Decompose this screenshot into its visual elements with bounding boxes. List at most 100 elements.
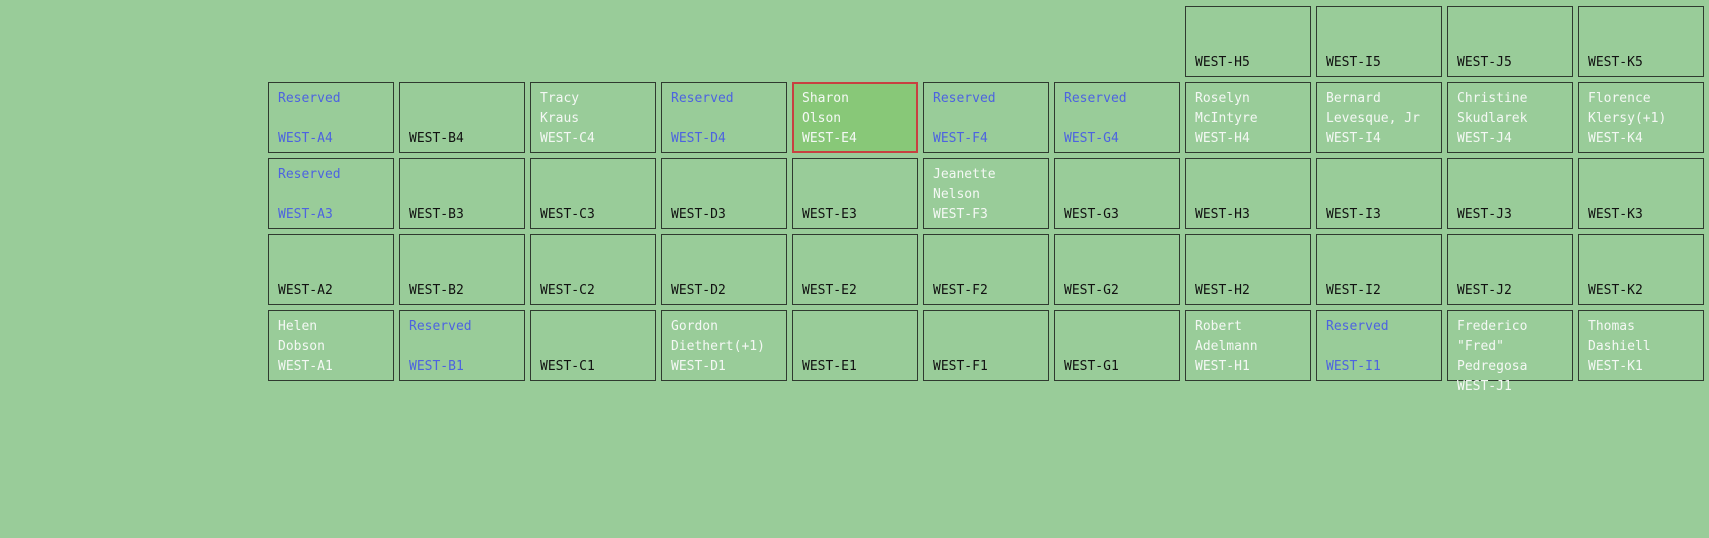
- desk-cell-west-k1[interactable]: Thomas Dashiell WEST-K1: [1578, 310, 1704, 381]
- desk-cell-west-b1[interactable]: Reserved WEST-B1: [399, 310, 525, 381]
- desk-id: WEST-B3: [409, 207, 464, 222]
- desk-cell-west-f2[interactable]: WEST-F2: [923, 234, 1049, 305]
- desk-label: WEST-H2: [1195, 241, 1307, 303]
- desk-cell-west-a2[interactable]: WEST-A2: [268, 234, 394, 305]
- desk-id: WEST-I1: [1326, 359, 1381, 374]
- desk-label: Jeanette Nelson WEST-F3: [933, 165, 1045, 227]
- desk-cell-west-f1[interactable]: WEST-F1: [923, 310, 1049, 381]
- desk-id: WEST-H1: [1195, 359, 1250, 374]
- desk-cell-west-i1[interactable]: Reserved WEST-I1: [1316, 310, 1442, 381]
- desk-id: WEST-E1: [802, 359, 857, 374]
- desk-id: WEST-K4: [1588, 131, 1643, 146]
- desk-cell-west-g1[interactable]: WEST-G1: [1054, 310, 1180, 381]
- desk-label: Roselyn McIntyre WEST-H4: [1195, 89, 1307, 151]
- desk-id: WEST-C4: [540, 131, 595, 146]
- desk-cell-west-e1[interactable]: WEST-E1: [792, 310, 918, 381]
- desk-cell-west-b2[interactable]: WEST-B2: [399, 234, 525, 305]
- desk-id: WEST-H5: [1195, 55, 1250, 70]
- desk-occupant: Tracy Kraus: [540, 91, 580, 126]
- desk-cell-west-a1[interactable]: Helen Dobson WEST-A1: [268, 310, 394, 381]
- desk-cell-west-h2[interactable]: WEST-H2: [1185, 234, 1311, 305]
- desk-cell-west-j1[interactable]: Frederico "Fred" Pedregosa WEST-J1: [1447, 310, 1573, 394]
- desk-cell-west-b4[interactable]: WEST-B4: [399, 82, 525, 153]
- desk-occupant: Christine Skudlarek: [1457, 91, 1528, 126]
- desk-occupant: Robert Adelmann: [1195, 319, 1258, 354]
- desk-id: WEST-F1: [933, 359, 988, 374]
- desk-occupant: Reserved: [409, 319, 472, 334]
- desk-label: WEST-A2: [278, 241, 390, 303]
- desk-label: WEST-B3: [409, 165, 521, 227]
- desk-cell-west-i3[interactable]: WEST-I3: [1316, 158, 1442, 229]
- desk-cell-west-d1[interactable]: Gordon Diethert(+1) WEST-D1: [661, 310, 787, 381]
- desk-cell-west-h3[interactable]: WEST-H3: [1185, 158, 1311, 229]
- desk-id: WEST-F2: [933, 283, 988, 298]
- desk-cell-west-f3[interactable]: Jeanette Nelson WEST-F3: [923, 158, 1049, 229]
- desk-label: WEST-H5: [1195, 13, 1307, 75]
- desk-id: WEST-I3: [1326, 207, 1381, 222]
- desk-cell-west-j4[interactable]: Christine Skudlarek WEST-J4: [1447, 82, 1573, 153]
- desk-cell-west-k4[interactable]: Florence Klersy(+1) WEST-K4: [1578, 82, 1704, 153]
- desk-cell-west-a4[interactable]: Reserved WEST-A4: [268, 82, 394, 153]
- desk-cell-west-d2[interactable]: WEST-D2: [661, 234, 787, 305]
- desk-id: WEST-F4: [933, 131, 988, 146]
- desk-occupant: Sharon Olson: [802, 91, 849, 126]
- desk-cell-west-k2[interactable]: WEST-K2: [1578, 234, 1704, 305]
- desk-id: WEST-J4: [1457, 131, 1512, 146]
- desk-cell-west-d4[interactable]: Reserved WEST-D4: [661, 82, 787, 153]
- desk-id: WEST-K5: [1588, 55, 1643, 70]
- desk-cell-west-g2[interactable]: WEST-G2: [1054, 234, 1180, 305]
- desk-cell-west-e3[interactable]: WEST-E3: [792, 158, 918, 229]
- desk-cell-west-c1[interactable]: WEST-C1: [530, 310, 656, 381]
- desk-occupant: Roselyn McIntyre: [1195, 91, 1258, 126]
- desk-cell-west-e2[interactable]: WEST-E2: [792, 234, 918, 305]
- desk-id: WEST-I4: [1326, 131, 1381, 146]
- desk-cell-west-i5[interactable]: WEST-I5: [1316, 6, 1442, 77]
- desk-cell-west-h4[interactable]: Roselyn McIntyre WEST-H4: [1185, 82, 1311, 153]
- desk-cell-west-a3[interactable]: Reserved WEST-A3: [268, 158, 394, 229]
- desk-id: WEST-K1: [1588, 359, 1643, 374]
- desk-label: WEST-J3: [1457, 165, 1569, 227]
- desk-occupant: Frederico "Fred" Pedregosa: [1457, 319, 1528, 374]
- desk-cell-west-k3[interactable]: WEST-K3: [1578, 158, 1704, 229]
- desk-cell-west-k5[interactable]: WEST-K5: [1578, 6, 1704, 77]
- desk-cell-west-c3[interactable]: WEST-C3: [530, 158, 656, 229]
- desk-id: WEST-H3: [1195, 207, 1250, 222]
- desk-id: WEST-E3: [802, 207, 857, 222]
- desk-cell-west-j3[interactable]: WEST-J3: [1447, 158, 1573, 229]
- desk-label: WEST-F1: [933, 317, 1045, 379]
- desk-cell-west-g4[interactable]: Reserved WEST-G4: [1054, 82, 1180, 153]
- desk-cell-west-h5[interactable]: WEST-H5: [1185, 6, 1311, 77]
- desk-id: WEST-C3: [540, 207, 595, 222]
- desk-cell-west-i2[interactable]: WEST-I2: [1316, 234, 1442, 305]
- desk-cell-west-c2[interactable]: WEST-C2: [530, 234, 656, 305]
- desk-id: WEST-D3: [671, 207, 726, 222]
- desk-cell-west-c4[interactable]: Tracy Kraus WEST-C4: [530, 82, 656, 153]
- desk-cell-west-h1[interactable]: Robert Adelmann WEST-H1: [1185, 310, 1311, 381]
- desk-label: Reserved WEST-A4: [278, 89, 390, 151]
- desk-cell-west-g3[interactable]: WEST-G3: [1054, 158, 1180, 229]
- desk-cell-west-e4[interactable]: Sharon Olson WEST-E4: [792, 82, 918, 153]
- desk-cell-west-b3[interactable]: WEST-B3: [399, 158, 525, 229]
- desk-id: WEST-B1: [409, 359, 464, 374]
- desk-label: WEST-E2: [802, 241, 914, 303]
- desk-id: WEST-E4: [802, 131, 857, 146]
- desk-label: WEST-E1: [802, 317, 914, 379]
- desk-id: WEST-G4: [1064, 131, 1119, 146]
- desk-occupant: Reserved: [933, 91, 996, 106]
- desk-label: Reserved WEST-D4: [671, 89, 783, 151]
- desk-cell-west-j2[interactable]: WEST-J2: [1447, 234, 1573, 305]
- desk-cell-west-j5[interactable]: WEST-J5: [1447, 6, 1573, 77]
- desk-label: WEST-K2: [1588, 241, 1700, 303]
- desk-id: WEST-H2: [1195, 283, 1250, 298]
- desk-id: WEST-G3: [1064, 207, 1119, 222]
- desk-occupant: Jeanette Nelson: [933, 167, 996, 202]
- desk-id: WEST-C1: [540, 359, 595, 374]
- desk-cell-west-i4[interactable]: Bernard Levesque, Jr WEST-I4: [1316, 82, 1442, 153]
- desk-id: WEST-I2: [1326, 283, 1381, 298]
- desk-cell-west-f4[interactable]: Reserved WEST-F4: [923, 82, 1049, 153]
- desk-occupant: Helen Dobson: [278, 319, 325, 354]
- desk-label: Christine Skudlarek WEST-J4: [1457, 89, 1569, 151]
- desk-label: WEST-J5: [1457, 13, 1569, 75]
- desk-cell-west-d3[interactable]: WEST-D3: [661, 158, 787, 229]
- desk-occupant: Reserved: [278, 91, 341, 106]
